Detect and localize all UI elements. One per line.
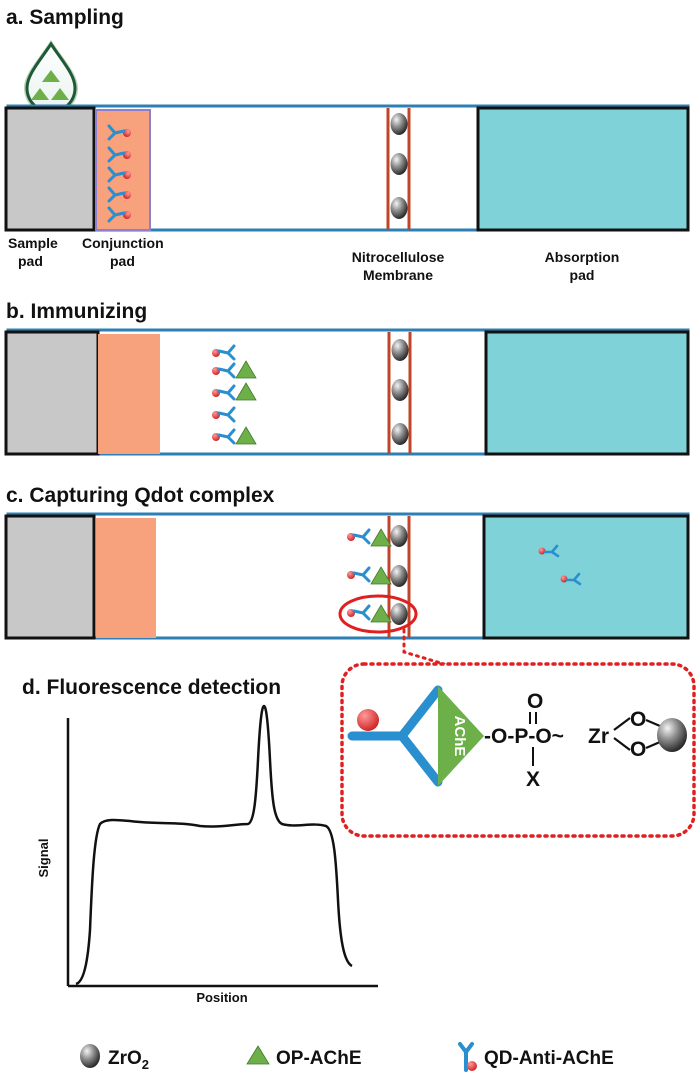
legend: ZrO2 OP-AChE QD-Anti-AChE — [80, 1042, 614, 1072]
panel-b-title: b. Immunizing — [6, 300, 147, 323]
reaction-zoom-box: AChE -O-P-O~ O X Zr O O — [340, 662, 696, 838]
signal-trace — [75, 704, 353, 986]
enzyme-label: AChE — [451, 716, 468, 757]
qd-anti-ache-legend-icon — [458, 1042, 477, 1072]
label-conjunction-line1: Conjunction — [82, 235, 164, 251]
label-absorption-line2: pad — [570, 267, 595, 283]
legend-qd-anti-ache: QD-Anti-AChE — [484, 1048, 614, 1069]
antibody-icon — [347, 685, 443, 787]
absorption-pad-c — [482, 514, 690, 640]
zro2-bead — [390, 197, 408, 219]
label-sample-line1: Sample — [8, 235, 58, 251]
y-axis-label: Signal — [36, 838, 51, 877]
panel-d-title: d. Fluorescence detection — [22, 676, 281, 699]
zoom-connector — [402, 628, 446, 666]
ache-triangle-icon — [438, 686, 484, 786]
label-membrane-line2: Membrane — [363, 267, 433, 283]
zr-label: Zr — [588, 725, 609, 748]
sample-pad-a — [4, 106, 96, 232]
strip-b — [4, 328, 690, 456]
absorption-pad-b — [484, 330, 690, 456]
phosphoryl-x: X — [526, 768, 540, 791]
conjunction-pad-b — [98, 334, 160, 454]
zro2-legend-icon — [80, 1044, 100, 1068]
legend-op-ache: OP-AChE — [276, 1048, 362, 1069]
zr-oxygen-1: O — [630, 708, 646, 731]
droplet-icon — [24, 40, 78, 115]
sample-pad-c — [4, 514, 96, 640]
highlight-ellipse — [338, 594, 418, 634]
conjunction-pad-c — [96, 518, 156, 638]
zro2-bead-icon — [657, 718, 687, 752]
strip-a — [4, 104, 690, 232]
zro2-bead — [390, 153, 408, 175]
label-absorption-line1: Absorption — [545, 249, 620, 265]
sample-pad-b — [4, 330, 100, 456]
zr-oxygen-2: O — [630, 738, 646, 761]
op-ache-legend-icon — [246, 1045, 270, 1065]
fluorescence-chart: Signal Position — [36, 704, 378, 1005]
absorption-pad-a — [476, 106, 690, 232]
zro2-bead — [390, 113, 408, 135]
x-axis-label: Position — [196, 990, 247, 1005]
phosphoryl-o: O — [527, 690, 543, 713]
panel-a-title: a. Sampling — [6, 6, 124, 29]
label-sample-line2: pad — [18, 253, 43, 269]
qdot-icon — [357, 709, 379, 731]
panel-c-title: c. Capturing Qdot complex — [6, 484, 275, 507]
strip-c — [4, 512, 690, 640]
reaction-chain: -O-P-O~ — [484, 725, 564, 748]
legend-zro2: ZrO2 — [108, 1048, 149, 1072]
label-membrane-line1: Nitrocellulose — [352, 249, 445, 265]
label-conjunction-line2: pad — [110, 253, 135, 269]
